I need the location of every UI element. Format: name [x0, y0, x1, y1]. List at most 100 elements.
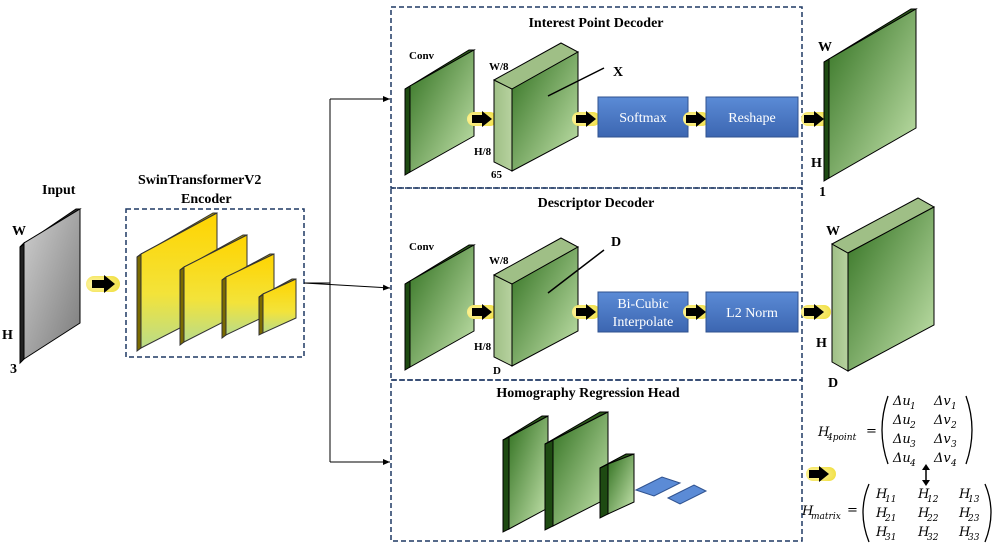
- hmatrix-right-paren: [984, 483, 992, 543]
- descriptor-h8-label: H/8: [474, 341, 492, 353]
- interest-out-h: H: [811, 156, 822, 171]
- arrow-conv-to-tensor-2: [467, 304, 497, 320]
- descriptor-conv-label: Conv: [409, 241, 435, 253]
- svg-text:23: 23: [967, 514, 980, 524]
- interest-output-heatmap: [823, 8, 918, 182]
- hmatrix-entry-h32: H32: [917, 525, 939, 543]
- svg-text:22: 22: [926, 514, 939, 524]
- routing-lines: [303, 96, 391, 465]
- interest-w8-label: W/8: [489, 61, 509, 73]
- svg-text:H: H: [958, 487, 971, 502]
- descriptor-ch-label: D: [493, 365, 501, 377]
- interest-h8-label: H/8: [474, 146, 492, 158]
- svg-text:Δv: Δv: [933, 451, 951, 466]
- interest-tensor-x: [492, 42, 580, 172]
- svg-text:Δu: Δu: [892, 432, 911, 447]
- descriptor-output-volume: [830, 197, 936, 372]
- svg-text:21: 21: [884, 514, 896, 524]
- svg-text:11: 11: [885, 495, 896, 505]
- descriptor-conv-block: [404, 244, 476, 371]
- descriptor-out-c: D: [828, 376, 838, 391]
- arrow-softmax-to-reshape: [683, 111, 709, 127]
- svg-text:H: H: [875, 506, 888, 521]
- h4point-hmatrix-double-arrow: [922, 464, 930, 486]
- svg-text:2: 2: [950, 421, 957, 431]
- encoder-feature-maps: [136, 212, 297, 352]
- homography-fc-layers: [634, 476, 708, 505]
- bicubic-label-line2: Interpolate: [613, 315, 674, 330]
- descriptor-out-h: H: [816, 336, 827, 351]
- descriptor-d-pointer: [547, 249, 605, 294]
- arrow-input-encoder: [86, 275, 120, 293]
- bicubic-block: [597, 291, 689, 333]
- encoder-title-line2: Encoder: [181, 192, 232, 207]
- svg-text:H: H: [917, 506, 930, 521]
- svg-text:2: 2: [909, 421, 916, 431]
- interest-conv-block: [404, 49, 476, 176]
- svg-text:H: H: [917, 487, 930, 502]
- interest-x-pointer: [547, 67, 605, 97]
- bicubic-label-line1: Bi-Cubic: [617, 297, 668, 312]
- svg-text:=: =: [866, 424, 877, 439]
- arrow-conv-to-tensor-1: [467, 111, 497, 127]
- svg-text:H: H: [958, 506, 971, 521]
- input-c-label: 3: [10, 362, 17, 377]
- input-title: Input: [42, 183, 76, 198]
- svg-text:H: H: [958, 525, 971, 540]
- input-w-label: W: [12, 224, 26, 239]
- svg-text:12: 12: [927, 495, 939, 505]
- svg-text:Δu: Δu: [892, 394, 911, 409]
- svg-text:31: 31: [885, 533, 896, 543]
- interest-out-c: 1: [819, 185, 826, 200]
- softmax-block: [597, 96, 689, 138]
- svg-text:13: 13: [968, 495, 980, 505]
- arrow-tensor-to-bicubic: [572, 304, 600, 320]
- svg-text:1: 1: [910, 402, 916, 412]
- hmatrix-symbol: H: [801, 504, 814, 519]
- reshape-label: Reshape: [728, 111, 775, 126]
- homography-conv-stack: [502, 411, 635, 533]
- hmatrix-entry-h33: H33: [958, 525, 980, 543]
- hmatrix-subscript: matrix: [811, 512, 841, 522]
- descriptor-out-w: W: [826, 224, 840, 239]
- hmatrix-left-paren: [862, 483, 870, 543]
- homography-head-box: [390, 379, 803, 542]
- interest-out-w: W: [818, 40, 832, 55]
- h4point-left-paren: [881, 395, 889, 465]
- descriptor-decoder-box: [390, 187, 803, 381]
- hmatrix-entry-h13: H13: [958, 487, 980, 505]
- interest-conv-label: Conv: [409, 50, 435, 62]
- svg-text:H: H: [917, 525, 930, 540]
- encoder-title-line1: SwinTransformerV2: [138, 173, 261, 188]
- homography-title: Homography Regression Head: [496, 386, 680, 401]
- svg-text:Δv: Δv: [933, 432, 951, 447]
- hmatrix-entry-h31: H31: [875, 525, 896, 543]
- svg-text:H: H: [875, 525, 888, 540]
- svg-text:H: H: [875, 487, 888, 502]
- arrow-bicubic-to-l2: [683, 304, 709, 320]
- hmatrix-entry-h22: H22: [917, 506, 939, 524]
- hmatrix-entry-h23: H23: [958, 506, 980, 524]
- input-tensor: [19, 208, 82, 365]
- svg-text:4: 4: [909, 459, 916, 469]
- hmatrix-entry-h11: H11: [875, 487, 896, 505]
- descriptor-title: Descriptor Decoder: [538, 196, 655, 211]
- interest-ch-label: 65: [491, 169, 503, 181]
- input-h-label: H: [2, 328, 13, 343]
- interest-title: Interest Point Decoder: [528, 16, 663, 31]
- arrow-l2-to-output: [801, 304, 831, 320]
- h4point-subscript: 4point: [826, 433, 857, 443]
- hmatrix-entry-h21: H21: [875, 506, 896, 524]
- reshape-block: [705, 96, 799, 138]
- svg-text:=: =: [847, 503, 858, 518]
